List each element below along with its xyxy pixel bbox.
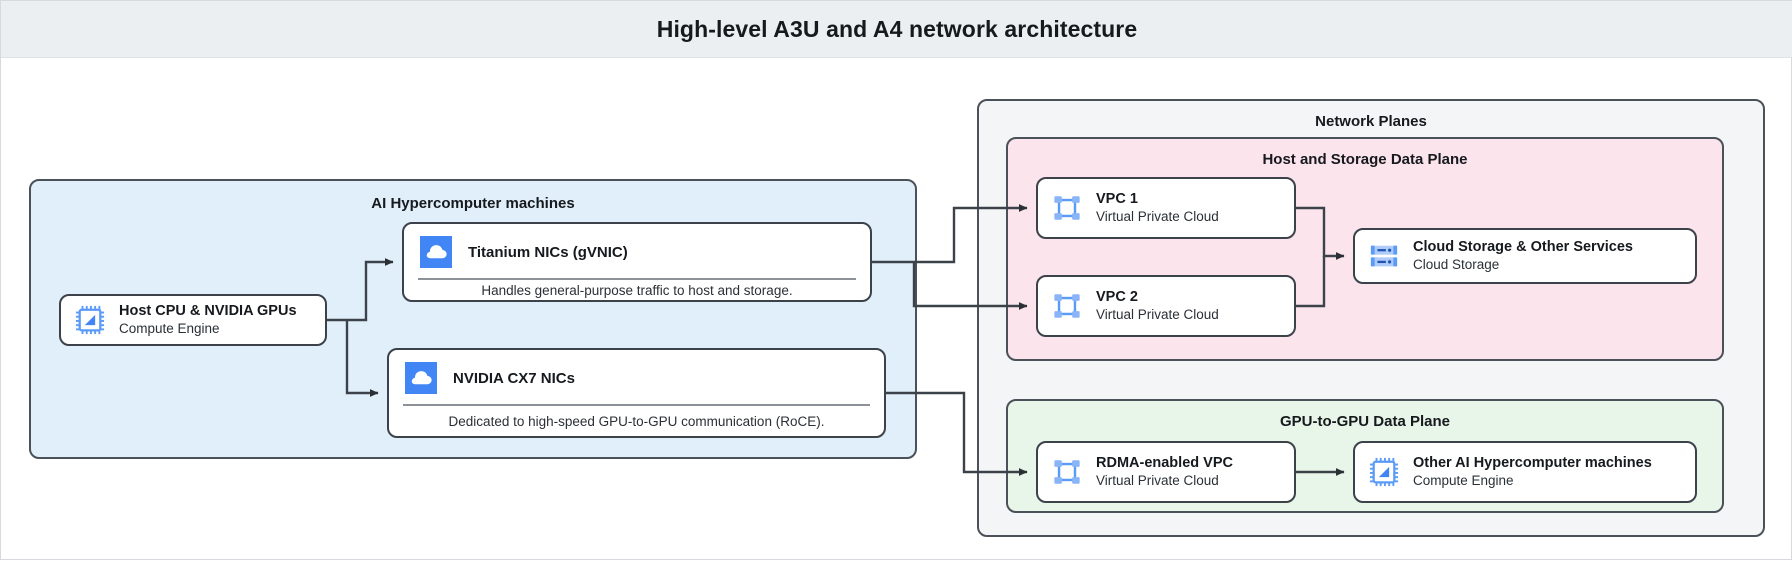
panel-title-network-planes: Network Planes — [1315, 113, 1427, 130]
cloud-icon — [420, 236, 452, 268]
node-subtitle: Compute Engine — [119, 320, 220, 336]
node-subtitle: Compute Engine — [1413, 472, 1514, 488]
node-cloud-storage-other-services[interactable]: Cloud Storage & Other Services Cloud Sto… — [1353, 228, 1697, 284]
divider — [403, 404, 870, 406]
vpc-icon — [1054, 460, 1080, 484]
node-note: Handles general-purpose traffic to host … — [481, 282, 793, 298]
node-title: Other AI Hypercomputer machines — [1413, 454, 1652, 471]
storage-rack-icon — [1370, 245, 1398, 267]
node-header: Titanium NICs (gVNIC) — [404, 224, 870, 278]
node-text: Host CPU & NVIDIA GPUs Compute Engine — [119, 303, 297, 337]
node-subtitle: Virtual Private Cloud — [1096, 306, 1219, 322]
diagram-header: High-level A3U and A4 network architectu… — [1, 1, 1792, 58]
node-text: Cloud Storage & Other Services Cloud Sto… — [1413, 239, 1633, 273]
node-vpc-1[interactable]: VPC 1 Virtual Private Cloud — [1036, 177, 1296, 239]
node-rdma-enabled-vpc[interactable]: RDMA-enabled VPC Virtual Private Cloud — [1036, 441, 1296, 503]
node-vpc-2[interactable]: VPC 2 Virtual Private Cloud — [1036, 275, 1296, 337]
node-title: RDMA-enabled VPC — [1096, 454, 1233, 471]
node-title: VPC 1 — [1096, 190, 1138, 207]
vpc-icon — [1054, 196, 1080, 220]
panel-title-host-storage: Host and Storage Data Plane — [1262, 151, 1468, 168]
node-title: Host CPU & NVIDIA GPUs — [119, 302, 297, 319]
node-subtitle: Cloud Storage — [1413, 256, 1500, 272]
panel-title-machines: AI Hypercomputer machines — [371, 195, 575, 212]
cpu-chip-icon — [75, 305, 105, 335]
node-header: NVIDIA CX7 NICs — [389, 350, 884, 404]
panel-title-gpu-plane: GPU-to-GPU Data Plane — [1279, 413, 1451, 430]
node-title: VPC 2 — [1096, 288, 1138, 305]
node-nvidia-cx7-nics[interactable]: NVIDIA CX7 NICs Dedicated to high-speed … — [387, 348, 886, 438]
node-title: Titanium NICs (gVNIC) — [468, 243, 628, 261]
node-subtitle: Virtual Private Cloud — [1096, 208, 1219, 224]
node-text: RDMA-enabled VPC Virtual Private Cloud — [1096, 455, 1233, 489]
node-text: VPC 1 Virtual Private Cloud — [1096, 191, 1219, 225]
node-host-cpu-nvidia-gpus[interactable]: Host CPU & NVIDIA GPUs Compute Engine — [59, 294, 327, 346]
node-title: NVIDIA CX7 NICs — [453, 369, 575, 387]
divider — [418, 278, 856, 280]
cpu-chip-icon — [1369, 457, 1399, 487]
node-other-ai-hypercomputer-machines[interactable]: Other AI Hypercomputer machines Compute … — [1353, 441, 1697, 503]
page-title: High-level A3U and A4 network architectu… — [656, 15, 1138, 42]
node-subtitle: Virtual Private Cloud — [1096, 472, 1219, 488]
node-title: Cloud Storage & Other Services — [1413, 238, 1633, 255]
cloud-icon — [405, 362, 437, 394]
node-text: VPC 2 Virtual Private Cloud — [1096, 289, 1219, 323]
node-note: Dedicated to high-speed GPU-to-GPU commu… — [448, 413, 825, 429]
vpc-icon — [1054, 294, 1080, 318]
node-titanium-nics[interactable]: Titanium NICs (gVNIC) Handles general-pu… — [402, 222, 872, 302]
node-text: Other AI Hypercomputer machines Compute … — [1413, 455, 1652, 489]
